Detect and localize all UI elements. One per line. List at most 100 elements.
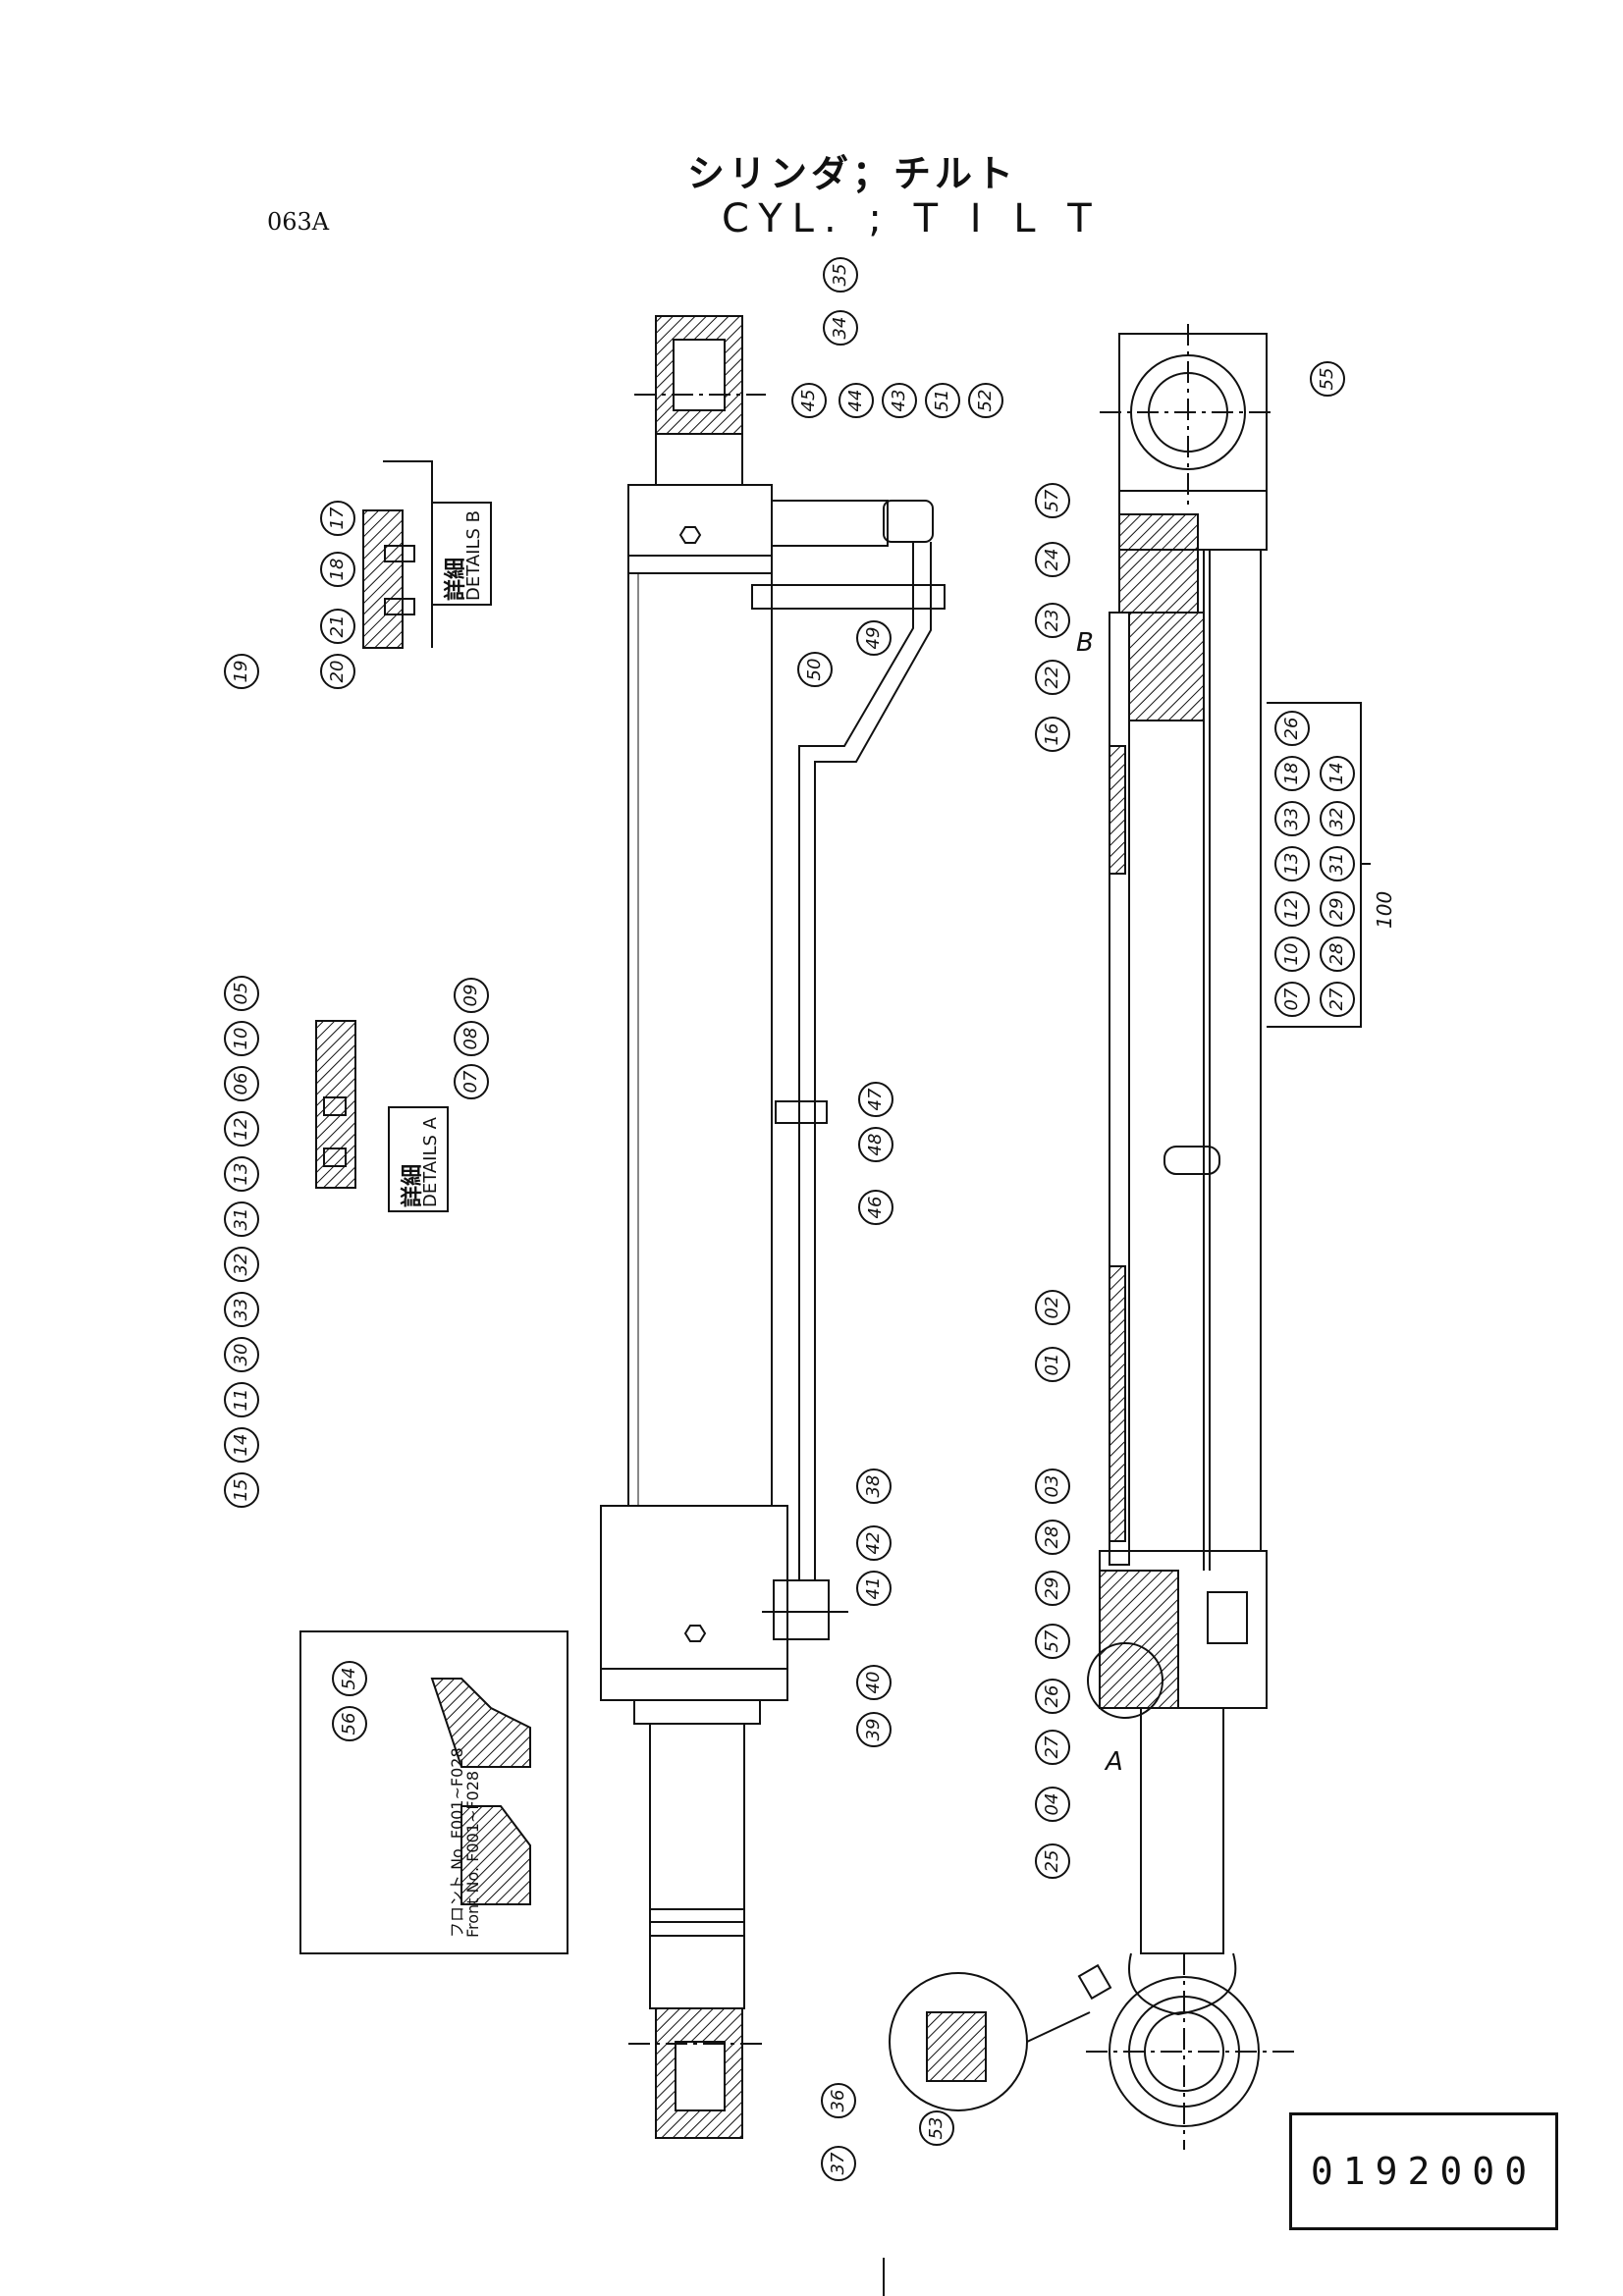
page-code: 063A <box>267 208 330 236</box>
hose-clamp-middle <box>775 1100 828 1124</box>
callout-31: 31 <box>224 1201 259 1237</box>
document-number-box: 0192000 <box>1289 2112 1558 2230</box>
top-bushing <box>673 339 726 411</box>
kit-part-12: 12 <box>1274 891 1310 927</box>
callout-56: 56 <box>332 1706 367 1741</box>
top-pin-boss <box>655 315 743 435</box>
grease-fitting <box>1077 1963 1112 2001</box>
callout-48: 48 <box>858 1127 893 1162</box>
detail-b-label-box <box>431 502 492 606</box>
bottom-plug <box>683 1625 707 1642</box>
callout-12: 12 <box>224 1111 259 1147</box>
rod-eye <box>1109 1976 1260 2127</box>
callout-51: 51 <box>925 383 960 418</box>
kit-part-07: 07 <box>1274 982 1310 1017</box>
callout-20: 20 <box>320 654 355 689</box>
hose-fitting <box>771 500 889 547</box>
kit-part-10: 10 <box>1274 936 1310 972</box>
detail-b-drawing <box>362 460 492 649</box>
callout-25: 25 <box>1035 1843 1070 1879</box>
callout-36: 36 <box>821 2083 856 2118</box>
callout-19: 19 <box>224 654 259 689</box>
callout-22: 22 <box>1035 660 1070 695</box>
callout-44: 44 <box>839 383 874 418</box>
title-english: CYL. ; T I L T <box>722 196 1102 241</box>
callout-18: 18 <box>320 552 355 587</box>
detail-a-drawing <box>315 1020 449 1212</box>
callout-23: 23 <box>1035 603 1070 638</box>
kit-part-13: 13 <box>1274 846 1310 881</box>
callout-08: 08 <box>454 1021 489 1056</box>
callout-24: 24 <box>1035 542 1070 577</box>
kit-part-28: 28 <box>1320 936 1355 972</box>
top-neck <box>655 433 743 486</box>
rod-head-section <box>1118 513 1199 614</box>
callout-04: 04 <box>1035 1787 1070 1822</box>
callout-47: 47 <box>858 1082 893 1117</box>
details-b-en: DETAILS B <box>463 510 484 601</box>
callout-46: 46 <box>858 1190 893 1225</box>
head-plug <box>678 526 702 544</box>
callout-30: 30 <box>224 1337 259 1372</box>
kit-part-29: 29 <box>1320 891 1355 927</box>
kit-part-14: 14 <box>1320 756 1355 791</box>
callout-55: 55 <box>1310 361 1345 397</box>
hose-line <box>798 542 914 1580</box>
callout-07: 07 <box>454 1064 489 1099</box>
cylinder-section-view <box>1077 324 1296 2150</box>
callout-34: 34 <box>823 310 858 346</box>
detail-a-ring <box>1087 1642 1163 1719</box>
tube-wall-left <box>1109 612 1130 1566</box>
title-japanese: シリンダ；チルト <box>687 152 1018 195</box>
callout-49: 49 <box>856 620 892 656</box>
piston-rod <box>649 1723 745 2009</box>
kit-part-32: 32 <box>1320 801 1355 836</box>
cylinder-exterior-view <box>600 315 946 2139</box>
hose-bottom-fitting <box>773 1579 830 1640</box>
callout-35: 35 <box>823 257 858 293</box>
callout-38: 38 <box>856 1468 892 1504</box>
callout-52: 52 <box>968 383 1003 418</box>
callout-39: 39 <box>856 1712 892 1747</box>
callout-53: 53 <box>919 2110 954 2146</box>
kit-part-31: 31 <box>1320 846 1355 881</box>
kit-part-18: 18 <box>1274 756 1310 791</box>
kit-label: 100 <box>1373 890 1396 929</box>
callout-11: 11 <box>224 1382 259 1417</box>
head-block <box>627 484 773 557</box>
detail-a-label-box <box>388 1106 449 1212</box>
callout-29: 29 <box>1035 1571 1070 1606</box>
cylinder-tube <box>627 572 773 1507</box>
callout-10: 10 <box>224 1021 259 1056</box>
section-rod <box>1140 1707 1224 1954</box>
callout-26: 26 <box>1035 1679 1070 1714</box>
callout-05: 05 <box>224 976 259 1011</box>
callout-06: 06 <box>224 1066 259 1101</box>
callout-21: 21 <box>320 609 355 644</box>
document-number: 0192000 <box>1310 2150 1538 2193</box>
callout-13: 13 <box>224 1156 259 1192</box>
view-a-label: A <box>1106 1747 1123 1777</box>
kit-part-27: 27 <box>1320 982 1355 1017</box>
callout-17: 17 <box>320 501 355 536</box>
front-note-box <box>299 1630 568 1954</box>
kit-part-33: 33 <box>1274 801 1310 836</box>
callout-02: 02 <box>1035 1290 1070 1325</box>
callout-32: 32 <box>224 1247 259 1282</box>
callout-54: 54 <box>332 1661 367 1696</box>
callout-57-bottom: 57 <box>1035 1624 1070 1659</box>
callout-42: 42 <box>856 1525 892 1561</box>
piston-section <box>1128 612 1205 721</box>
callout-01: 01 <box>1035 1347 1070 1382</box>
hose-elbow <box>883 500 934 543</box>
section-clamp <box>1163 1146 1220 1175</box>
callout-27: 27 <box>1035 1730 1070 1765</box>
callout-40: 40 <box>856 1665 892 1700</box>
bottom-block <box>600 1505 788 1701</box>
callout-28: 28 <box>1035 1520 1070 1555</box>
callout-09: 09 <box>454 978 489 1013</box>
front-note-en: Front No. F001~F028 <box>463 1770 482 1938</box>
callout-41: 41 <box>856 1571 892 1606</box>
